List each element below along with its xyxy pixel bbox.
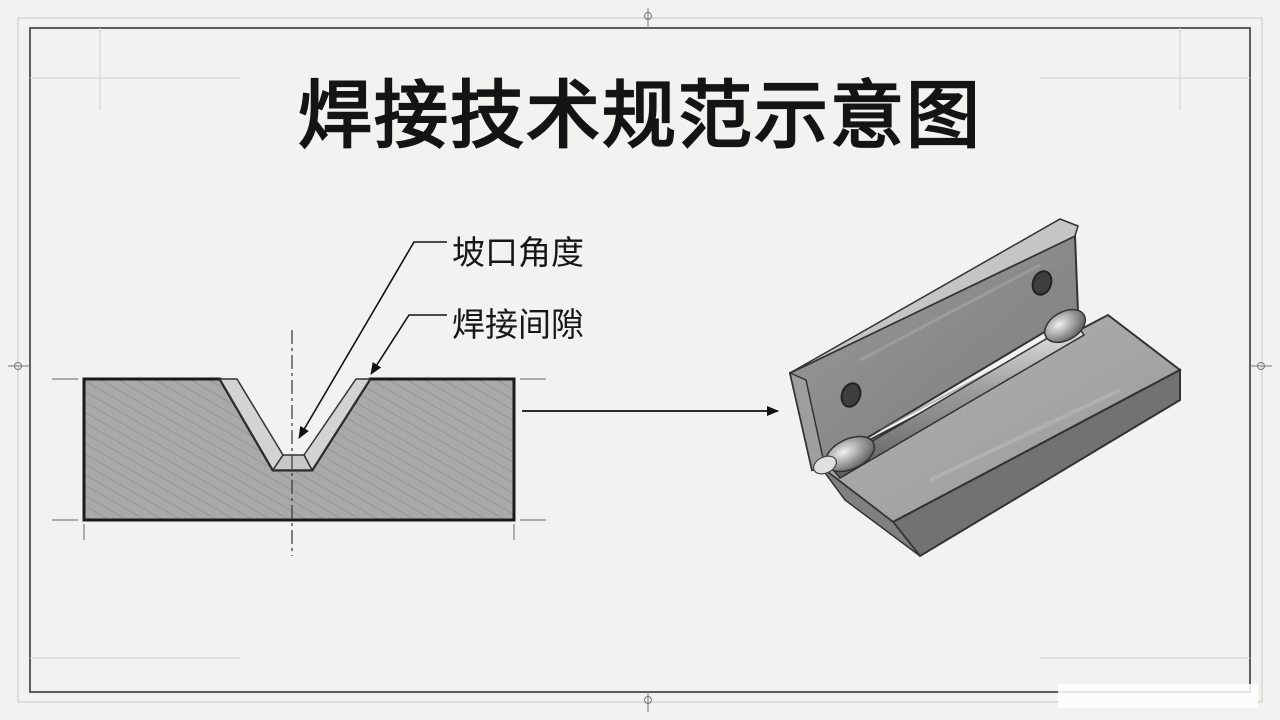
welded-angle-illustration [788,218,1182,558]
watermark-overlay [1058,684,1258,708]
v-groove-cross-section [52,330,546,556]
bevel-angle-label: 坡口角度 [452,233,584,272]
leader-lines [298,241,447,439]
page-title: 焊接技术规范示意图 [298,73,982,159]
drawing-frame [8,8,1272,712]
weld-gap-label: 焊接间隙 [452,305,584,344]
